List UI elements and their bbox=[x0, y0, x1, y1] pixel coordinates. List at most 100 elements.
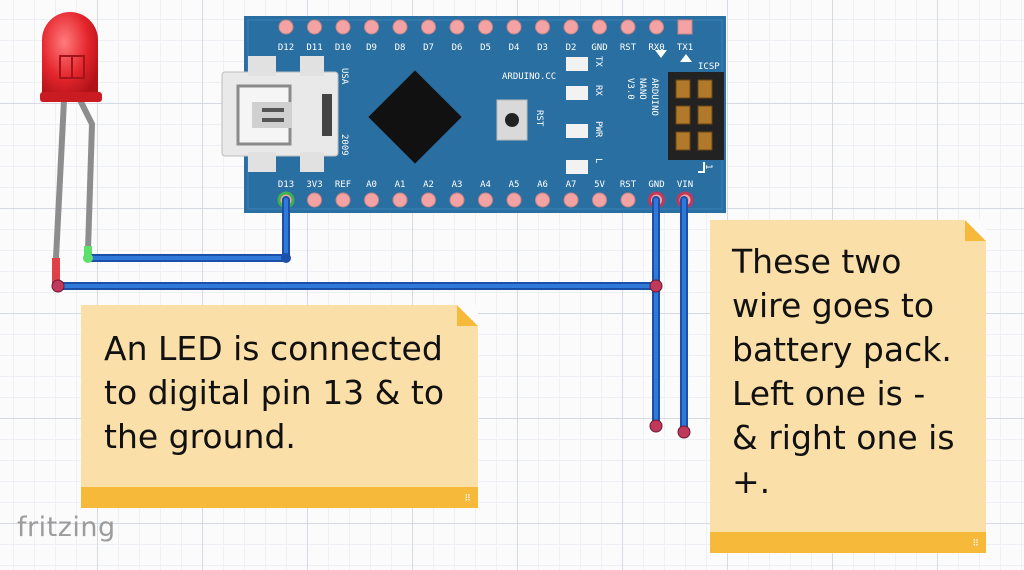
bottom-pin-label-0: D13 bbox=[278, 180, 294, 190]
battery-note-line-1: These two bbox=[732, 242, 902, 281]
led-note[interactable]: An LED is connected to digital pin 13 & … bbox=[81, 305, 478, 508]
bottom-pin-11[interactable] bbox=[592, 192, 607, 208]
battery-note-line-4: Left one is - bbox=[732, 374, 926, 413]
board-indicator-leds bbox=[566, 57, 588, 174]
icsp-pin[interactable] bbox=[697, 105, 713, 125]
icsp-header[interactable] bbox=[668, 72, 724, 160]
bottom-pin-label-14: VIN bbox=[677, 180, 693, 190]
led-note-line-1: An LED is connected bbox=[104, 329, 443, 368]
model-label-line-0: ARDUINO bbox=[649, 78, 659, 116]
bottom-pin-6[interactable] bbox=[449, 192, 465, 208]
top-pin-label-0: D12 bbox=[278, 43, 294, 53]
pin1-corner-mark bbox=[698, 162, 705, 173]
reset-button[interactable] bbox=[496, 99, 528, 141]
bottom-pin-label-8: A5 bbox=[509, 180, 520, 190]
led-label-l: L bbox=[593, 158, 603, 163]
wire-bend-point[interactable] bbox=[281, 253, 291, 263]
bottom-pin-label-11: 5V bbox=[594, 180, 605, 190]
year-label: 2009 bbox=[339, 134, 349, 156]
bottom-pin-10[interactable] bbox=[563, 192, 579, 208]
bottom-pin-label-4: A1 bbox=[395, 180, 406, 190]
bottom-pin-label-7: A4 bbox=[480, 180, 491, 190]
top-pin-label-1: D11 bbox=[306, 43, 322, 53]
bottom-pin-label-12: RST bbox=[620, 180, 637, 190]
top-pin-9[interactable] bbox=[535, 19, 550, 35]
bottom-pin-1[interactable] bbox=[307, 192, 322, 208]
icsp-pin[interactable] bbox=[697, 79, 713, 99]
usb-connector bbox=[221, 56, 339, 172]
top-pin-8[interactable] bbox=[506, 19, 522, 35]
top-pin-0[interactable] bbox=[278, 19, 294, 35]
top-pin-label-11: GND bbox=[591, 43, 607, 53]
top-pin-label-13: RX0 bbox=[648, 43, 664, 53]
gnd-junction[interactable] bbox=[649, 279, 663, 293]
top-pin-14[interactable] bbox=[677, 19, 693, 35]
resize-grip-icon[interactable]: ⠿ bbox=[972, 539, 980, 549]
top-pin-2[interactable] bbox=[335, 19, 351, 35]
bottom-pin-5[interactable] bbox=[421, 192, 436, 208]
top-pin-11[interactable] bbox=[592, 19, 607, 35]
usa-label: USA bbox=[339, 68, 349, 85]
led-label-tx: TX bbox=[593, 56, 603, 67]
icsp-pin[interactable] bbox=[675, 131, 691, 151]
bottom-pin-label-1: 3V3 bbox=[306, 180, 322, 190]
red-led[interactable] bbox=[40, 12, 102, 284]
top-pin-5[interactable] bbox=[421, 19, 436, 35]
site-label: ARDUINO.CC bbox=[502, 72, 556, 82]
tx-arrow-icon bbox=[680, 54, 692, 62]
model-label-line-1: NANO bbox=[637, 78, 647, 100]
top-pin-label-7: D5 bbox=[480, 43, 491, 53]
top-pin-3[interactable] bbox=[364, 19, 379, 35]
bottom-pin-4[interactable] bbox=[392, 192, 408, 208]
model-label-line-2: V3.0 bbox=[625, 78, 635, 100]
top-pin-label-12: RST bbox=[620, 43, 637, 53]
reset-label: RST bbox=[534, 110, 544, 127]
top-pin-13[interactable] bbox=[649, 19, 664, 35]
battery-note-line-3: battery pack. bbox=[732, 330, 952, 369]
bottom-pin-3[interactable] bbox=[364, 192, 379, 208]
fritzing-logo: fritzing bbox=[17, 512, 116, 543]
bottom-pin-2[interactable] bbox=[335, 192, 351, 208]
bottom-pin-8[interactable] bbox=[506, 192, 522, 208]
led-anode-wire-end[interactable] bbox=[83, 253, 93, 263]
led-cathode-leg bbox=[53, 99, 67, 259]
bottom-pin-12[interactable] bbox=[620, 192, 636, 208]
top-pin-label-3: D9 bbox=[366, 43, 377, 53]
bottom-pin-label-3: A0 bbox=[366, 180, 377, 190]
battery-negative-wire-end[interactable] bbox=[649, 419, 663, 433]
note-bottom-strip: ⠿ bbox=[710, 532, 986, 553]
icsp-pin[interactable] bbox=[675, 79, 691, 99]
top-pin-label-2: D10 bbox=[335, 43, 351, 53]
led-note-text: An LED is connected to digital pin 13 & … bbox=[104, 327, 469, 459]
top-pin-6[interactable] bbox=[449, 19, 465, 35]
led-label-pwr: PWR bbox=[593, 121, 603, 138]
icsp-pin[interactable] bbox=[697, 131, 713, 151]
top-pin-10[interactable] bbox=[563, 19, 579, 35]
note-fold-corner bbox=[965, 220, 986, 241]
bottom-pin-label-9: A6 bbox=[537, 180, 548, 190]
top-pin-label-4: D8 bbox=[395, 43, 406, 53]
led-note-line-2: to digital pin 13 & to bbox=[104, 373, 445, 412]
bottom-pin-7[interactable] bbox=[478, 192, 493, 208]
bottom-pin-9[interactable] bbox=[535, 192, 550, 208]
battery-note-text: These two wire goes to battery pack. Lef… bbox=[732, 240, 982, 504]
bottom-pin-label-6: A3 bbox=[452, 180, 463, 190]
battery-positive-wire-end[interactable] bbox=[677, 425, 691, 439]
resize-grip-icon[interactable]: ⠿ bbox=[464, 494, 472, 504]
bottom-pin-label-5: A2 bbox=[423, 180, 434, 190]
note-bottom-strip: ⠿ bbox=[81, 487, 478, 508]
wires bbox=[51, 196, 691, 439]
top-pin-12[interactable] bbox=[620, 19, 636, 35]
top-pin-7[interactable] bbox=[478, 19, 493, 35]
top-pin-1[interactable] bbox=[307, 19, 322, 35]
led-note-line-3: the ground. bbox=[104, 417, 296, 456]
top-pin-4[interactable] bbox=[392, 19, 408, 35]
battery-note[interactable]: These two wire goes to battery pack. Lef… bbox=[710, 220, 986, 553]
led-cathode-wire-end[interactable] bbox=[51, 279, 65, 293]
icsp-pin[interactable] bbox=[675, 105, 691, 125]
